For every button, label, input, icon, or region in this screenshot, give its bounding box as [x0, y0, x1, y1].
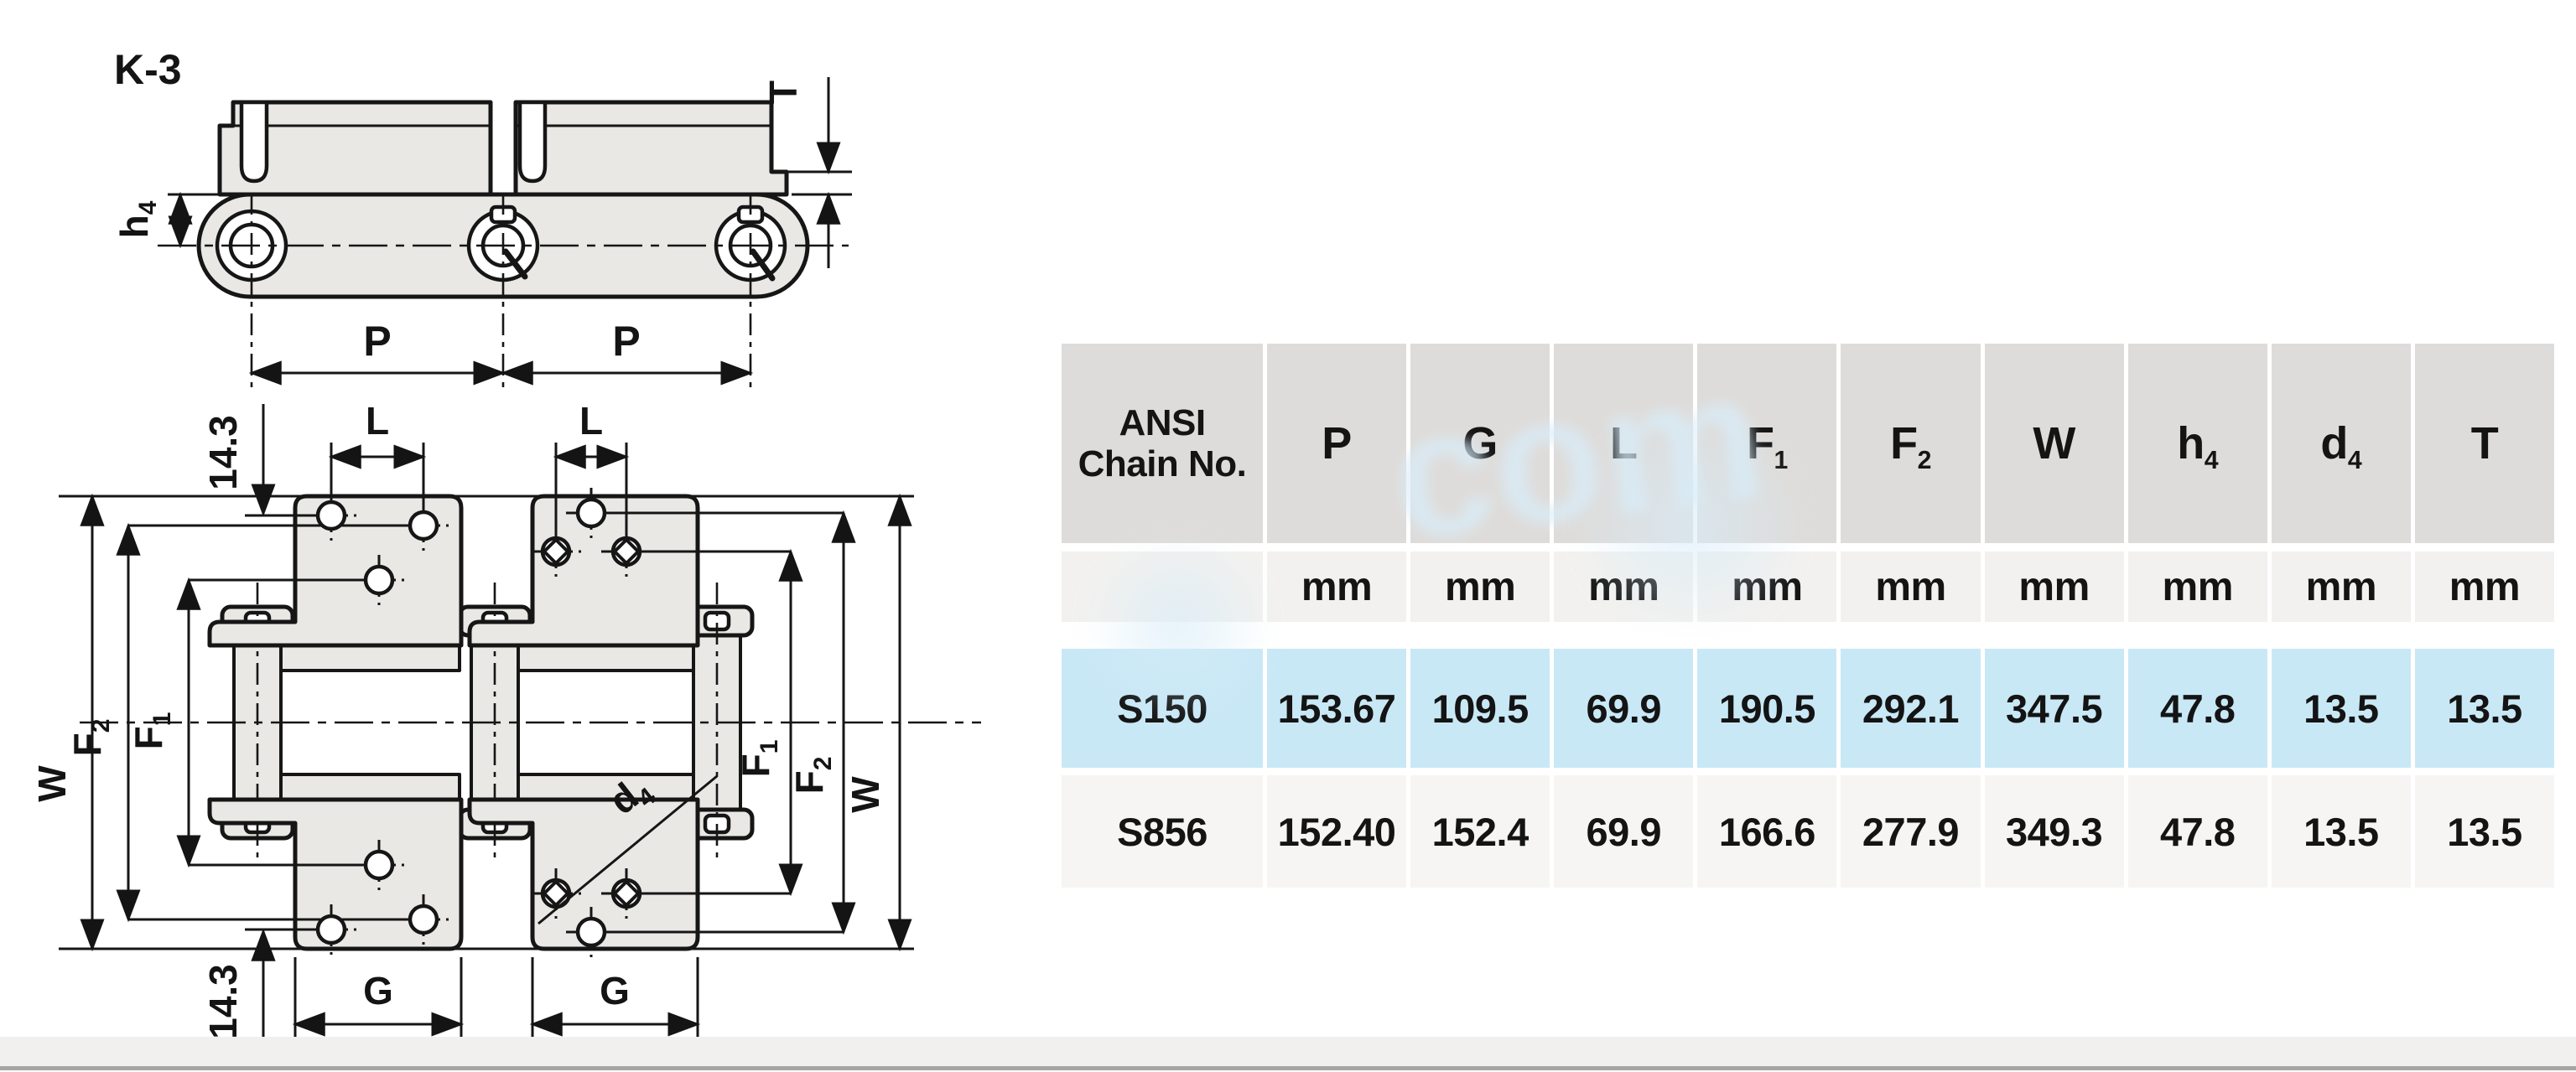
header-cell-G: G [1410, 344, 1550, 543]
value-cell: 69.9 [1554, 775, 1694, 888]
attachment-plate-bottom-right [467, 797, 700, 951]
dim-P: P P [248, 318, 754, 386]
value-cell: 13.5 [2414, 649, 2554, 768]
header-cell-T: T [2414, 344, 2554, 543]
unit-cell: mm [1554, 552, 1694, 622]
svg-text:F2: F2 [65, 719, 115, 757]
value-cell: 152.40 [1267, 775, 1407, 888]
value-cell: 69.9 [1554, 649, 1694, 768]
attachment-notch-left [239, 100, 269, 184]
table-row-S856: S856 152.40 152.4 69.9 166.6 277.9 349.3… [1062, 775, 2554, 888]
svg-text:L: L [579, 399, 603, 443]
unit-cell: mm [2271, 552, 2411, 622]
svg-text:P: P [363, 318, 391, 365]
header-cell-P: P [1267, 344, 1407, 543]
view-title: K-3 [114, 46, 182, 93]
dim-F2-right: F2 [787, 510, 856, 935]
value-cell: 13.5 [2271, 775, 2411, 888]
value-cell: 292.1 [1841, 649, 1981, 768]
inner-link-strip [279, 644, 461, 672]
svg-text:F1: F1 [734, 740, 783, 778]
value-cell: 277.9 [1841, 775, 1981, 888]
side-view: K-3 [112, 46, 852, 387]
chain-no-cell: S150 [1062, 649, 1263, 768]
attachment-edge-right [513, 100, 789, 197]
value-cell: 349.3 [1984, 775, 2124, 888]
table-unit-row: mm mm mm mm mm mm mm mm mm [1062, 552, 2554, 622]
dim-W-left: W [30, 493, 105, 952]
svg-text:W: W [844, 776, 887, 813]
svg-text:h4: h4 [112, 200, 162, 238]
attachment-notch-right [517, 100, 548, 184]
value-cell: 347.5 [1984, 649, 2124, 768]
dim-offset-top: 14.3 [201, 404, 276, 517]
spec-table: ANSI Chain No. P G L F1 F2 W h4 d4 T mm … [1062, 344, 2554, 888]
header-cell-W: W [1984, 344, 2124, 543]
value-cell: 166.6 [1697, 775, 1837, 888]
unit-cell: mm [1984, 552, 2124, 622]
dim-L-left: L [328, 399, 427, 513]
value-cell: 47.8 [2127, 775, 2267, 888]
dim-L-right: L [553, 399, 630, 540]
inner-link-strip [279, 773, 461, 801]
header-cell-ansi-chain-no: ANSI Chain No. [1062, 344, 1263, 543]
svg-text:F1: F1 [127, 712, 176, 750]
value-cell: 13.5 [2271, 649, 2411, 768]
svg-text:G: G [600, 969, 630, 1012]
value-cell: 13.5 [2414, 775, 2554, 888]
header-cell-L: L [1554, 344, 1694, 543]
table-row-S150: S150 153.67 109.5 69.9 190.5 292.1 347.5… [1062, 649, 2554, 768]
dim-F1-left: F1 [127, 577, 201, 868]
unit-cell: mm [2127, 552, 2267, 622]
unit-cell: mm [1410, 552, 1550, 622]
chain-dimension-drawing: K-3 [30, 46, 981, 1053]
attachment-plate-top-right [467, 494, 700, 648]
svg-text:P: P [612, 318, 640, 365]
unit-cell-empty [1062, 552, 1263, 622]
header-cell-F2: F2 [1841, 344, 1981, 543]
value-cell: 109.5 [1410, 649, 1550, 768]
svg-text:L: L [366, 399, 389, 443]
header-cell-h4: h4 [2127, 344, 2267, 543]
svg-text:G: G [363, 969, 393, 1012]
value-cell: 152.4 [1410, 775, 1550, 888]
dim-h4: h4 [112, 191, 218, 249]
dim-offset-bottom: 14.3 [201, 928, 276, 1039]
attachment-plate-bottom-left [207, 797, 464, 951]
chain-no-cell: S856 [1062, 775, 1263, 888]
value-cell: 190.5 [1697, 649, 1837, 768]
table-header-row: ANSI Chain No. P G L F1 F2 W h4 d4 T [1062, 344, 2554, 543]
svg-text:F2: F2 [787, 757, 837, 795]
dim-G-right: G [529, 957, 701, 1053]
bottom-strip [0, 1037, 2576, 1067]
unit-cell: mm [1841, 552, 1981, 622]
dim-W-right: W [844, 493, 912, 952]
svg-text:14.3: 14.3 [201, 964, 245, 1039]
dim-T: T [761, 77, 852, 268]
unit-cell: mm [1267, 552, 1407, 622]
plan-view: W F2 F1 F1 F2 W [30, 399, 981, 1053]
attachment-plate-top-left [207, 494, 464, 648]
value-cell: 153.67 [1267, 649, 1407, 768]
inner-link-strip [517, 644, 695, 672]
svg-text:T: T [761, 80, 805, 104]
dim-F1-right: F1 [734, 548, 803, 897]
value-cell: 47.8 [2127, 649, 2267, 768]
svg-text:14.3: 14.3 [201, 415, 245, 490]
dim-F2-left: F2 [65, 522, 141, 923]
header-cell-d4: d4 [2271, 344, 2411, 543]
unit-cell: mm [1697, 552, 1837, 622]
unit-cell: mm [2414, 552, 2554, 622]
header-cell-F1: F1 [1697, 344, 1837, 543]
bottom-divider-line [0, 1066, 2576, 1070]
svg-text:W: W [30, 765, 74, 802]
